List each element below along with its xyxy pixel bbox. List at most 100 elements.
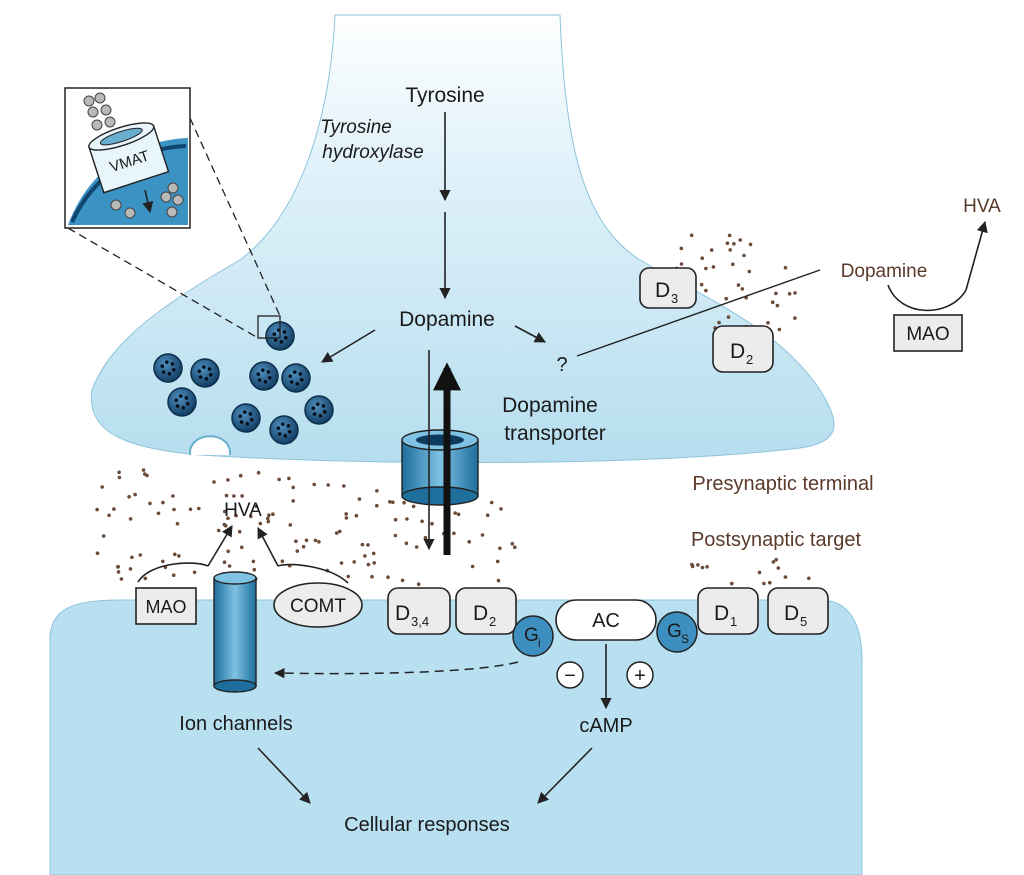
dopamine-dot xyxy=(138,553,143,557)
dopamine-dot xyxy=(724,296,728,301)
vesicle-dopamine-dot xyxy=(201,365,206,369)
dopamine-dot xyxy=(430,521,434,526)
vesicle-dopamine-dot xyxy=(257,378,262,382)
dopamine-dot xyxy=(237,529,242,534)
dopamine-dot xyxy=(161,559,165,564)
dopamine-dot xyxy=(212,480,216,484)
dopamine-dot xyxy=(371,551,376,556)
dopamine-dot xyxy=(774,557,778,562)
vesicle-dopamine-dot xyxy=(260,368,265,372)
tyrosine-hydroxylase-label-1: Tyrosine xyxy=(320,117,391,138)
dopamine-dot xyxy=(689,233,694,238)
vesicle-dopamine-dot xyxy=(171,367,176,372)
dopamine-dot xyxy=(288,523,293,527)
dopamine-dot xyxy=(267,513,271,517)
receptor-d1: D 1 xyxy=(697,587,759,635)
vesicle xyxy=(269,415,299,445)
vesicle-dopamine-dot xyxy=(315,402,320,406)
dopamine-dot xyxy=(295,549,300,553)
dopamine-center-label: Dopamine xyxy=(399,308,495,331)
stimulation-sign: + xyxy=(626,661,654,689)
dopamine-dot xyxy=(240,494,244,498)
vesicle-dopamine-dot xyxy=(164,360,169,364)
dopamine-dot xyxy=(188,507,193,512)
dopamine-dot xyxy=(747,269,752,274)
dopamine-dot xyxy=(700,565,705,570)
dopamine-dot xyxy=(238,473,243,478)
receptor-d1-letter: D xyxy=(714,602,729,625)
dopamine-dot xyxy=(411,504,416,509)
vesicle xyxy=(153,353,183,383)
mao-cleft-label: MAO xyxy=(145,597,186,617)
dopamine-dot xyxy=(732,242,736,246)
dopamine-dot xyxy=(725,241,730,245)
vesicle-dopamine-dot xyxy=(280,422,285,426)
dopamine-dot xyxy=(400,578,405,583)
dopamine-dot xyxy=(393,533,398,538)
vesicle-dopamine-dot xyxy=(287,429,292,434)
dopamine-dot xyxy=(112,507,116,511)
vesicle-dopamine-dot xyxy=(207,367,212,371)
dopamine-dot xyxy=(485,513,490,517)
arrow-comt-to-hva xyxy=(257,527,279,567)
dopamine-dot xyxy=(386,575,390,579)
dopamine-dot xyxy=(704,266,708,271)
cellular-responses-label: Cellular responses xyxy=(344,814,510,836)
dopamine-dot xyxy=(375,503,379,508)
dopamine-dot xyxy=(731,262,735,267)
dopamine-dot xyxy=(700,256,704,261)
dopamine-dot xyxy=(177,554,181,558)
dopamine-dot xyxy=(375,489,379,493)
zoom-box xyxy=(257,315,281,339)
dopamine-dot xyxy=(240,545,244,550)
dopamine-dot xyxy=(301,544,306,549)
receptor-d5: D 5 xyxy=(767,587,829,635)
vesicle-dopamine-dot xyxy=(256,372,261,376)
mao-curve-cleft xyxy=(137,562,209,583)
dopamine-dot xyxy=(360,542,365,547)
dopamine-dot xyxy=(216,528,221,533)
dopamine-dot xyxy=(156,511,161,516)
dopamine-dot xyxy=(291,485,296,490)
dopamine-transporter-label-1: Dopamine xyxy=(502,394,598,417)
dopamine-dot xyxy=(757,570,762,575)
dopamine-dot xyxy=(254,504,259,509)
dopamine-dot xyxy=(161,500,165,505)
dopamine-dot xyxy=(252,567,257,572)
dopamine-dot xyxy=(175,521,180,526)
dopamine-dot xyxy=(338,529,342,534)
dopamine-dot xyxy=(280,559,285,563)
vesicle xyxy=(190,358,220,388)
dopamine-dot xyxy=(127,495,131,499)
gi-protein: G i xyxy=(512,615,554,657)
dopamine-dot xyxy=(423,535,428,540)
gi-letter: G xyxy=(524,625,539,646)
dopamine-dot xyxy=(339,561,344,565)
dopamine-dot xyxy=(171,573,176,577)
dopamine-dot xyxy=(774,291,778,296)
vesicle-dopamine-dot xyxy=(286,424,291,428)
dopamine-dot xyxy=(513,545,517,549)
vesicle-dopamine-dot xyxy=(249,417,254,422)
dopamine-dot xyxy=(227,564,232,568)
dopamine-dot xyxy=(416,582,421,586)
dopamine-dot xyxy=(388,500,392,504)
gs-letter: G xyxy=(667,621,682,642)
vesicle-dopamine-dot xyxy=(276,426,281,430)
dopamine-dot xyxy=(266,519,271,524)
dopamine-dot xyxy=(787,292,792,296)
dopamine-dot xyxy=(711,265,716,269)
dopamine-dot xyxy=(256,470,261,475)
arrow-to-hva-top xyxy=(965,220,988,291)
dopamine-dot xyxy=(766,321,770,325)
gs-subscript: S xyxy=(681,632,689,646)
arrow-to-question xyxy=(514,325,546,343)
vesicle-dopamine-dot xyxy=(185,401,190,406)
dopamine-dot xyxy=(742,253,746,258)
dopamine-dot xyxy=(510,541,515,546)
dopamine-dot xyxy=(771,560,776,564)
dopamine-transporter-label-2: transporter xyxy=(504,422,606,445)
dopamine-dot xyxy=(271,512,275,516)
vesicle-dopamine-dot xyxy=(198,375,203,379)
gs-protein: G S xyxy=(656,611,698,653)
